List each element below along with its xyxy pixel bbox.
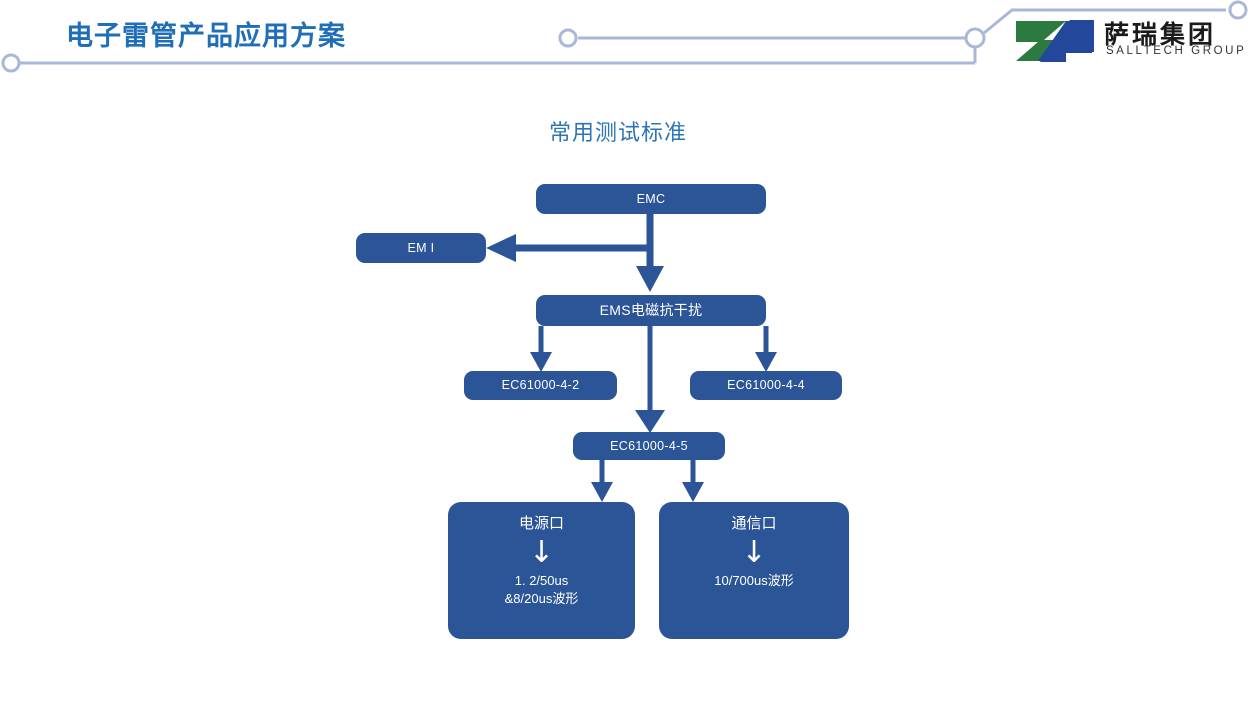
node-power-port-line2: &8/20us波形 [504, 590, 579, 606]
node-ems[interactable]: EMS电磁抗干扰 [536, 295, 766, 326]
logo-name-en: SALLTECH GROUP [1106, 45, 1247, 57]
node-iec61000-4-4-label: EC61000-4-4 [727, 378, 805, 393]
node-emc-label: EMC [636, 191, 666, 206]
node-power-port[interactable]: 电源口 ↓ 1. 2/50us &8/20us波形 [448, 502, 635, 639]
down-arrow-icon: ↓ [741, 535, 767, 571]
node-iec61000-4-5[interactable]: EC61000-4-5 [573, 432, 725, 460]
down-arrow-icon: ↓ [528, 535, 555, 571]
node-power-port-line1: 1. 2/50us [514, 573, 569, 589]
node-power-port-title: 电源口 [518, 515, 564, 532]
node-comm-port-line1: 10/700us波形 [714, 573, 794, 589]
chart-title-text: 常用测试标准 [548, 120, 687, 145]
node-iec61000-4-2-label: EC61000-4-2 [501, 378, 580, 393]
node-ems-label: EMS电磁抗干扰 [599, 302, 703, 319]
node-iec61000-4-5-label: EC61000-4-5 [610, 438, 688, 453]
logo-name-cn: 萨瑞集团 [1104, 20, 1217, 49]
company-logo: 萨瑞集团 SALLTECH GROUP [1014, 17, 1244, 65]
page-title: 电子雷管产品应用方案 [66, 21, 346, 51]
salltech-logo-mark [1016, 20, 1094, 62]
slide-header: 电子雷管产品应用方案 萨瑞集团 SALLTECH GROUP [0, 0, 1256, 80]
node-emi-label: EM I [407, 240, 435, 255]
node-power-port-detail: 1. 2/50us &8/20us波形 [505, 572, 579, 607]
node-comm-port[interactable]: 通信口 ↓ 10/700us波形 [659, 502, 849, 639]
node-comm-port-title: 通信口 [731, 515, 777, 532]
header-decoration-line [1, 0, 1248, 73]
node-iec61000-4-4[interactable]: EC61000-4-4 [690, 371, 842, 400]
node-iec61000-4-2[interactable]: EC61000-4-2 [464, 371, 617, 400]
node-emc[interactable]: EMC [536, 184, 766, 214]
node-emi[interactable]: EM I [356, 233, 486, 263]
chart-title: 常用测试标准 [0, 115, 1256, 147]
node-comm-port-detail: 10/700us波形 [714, 572, 794, 590]
